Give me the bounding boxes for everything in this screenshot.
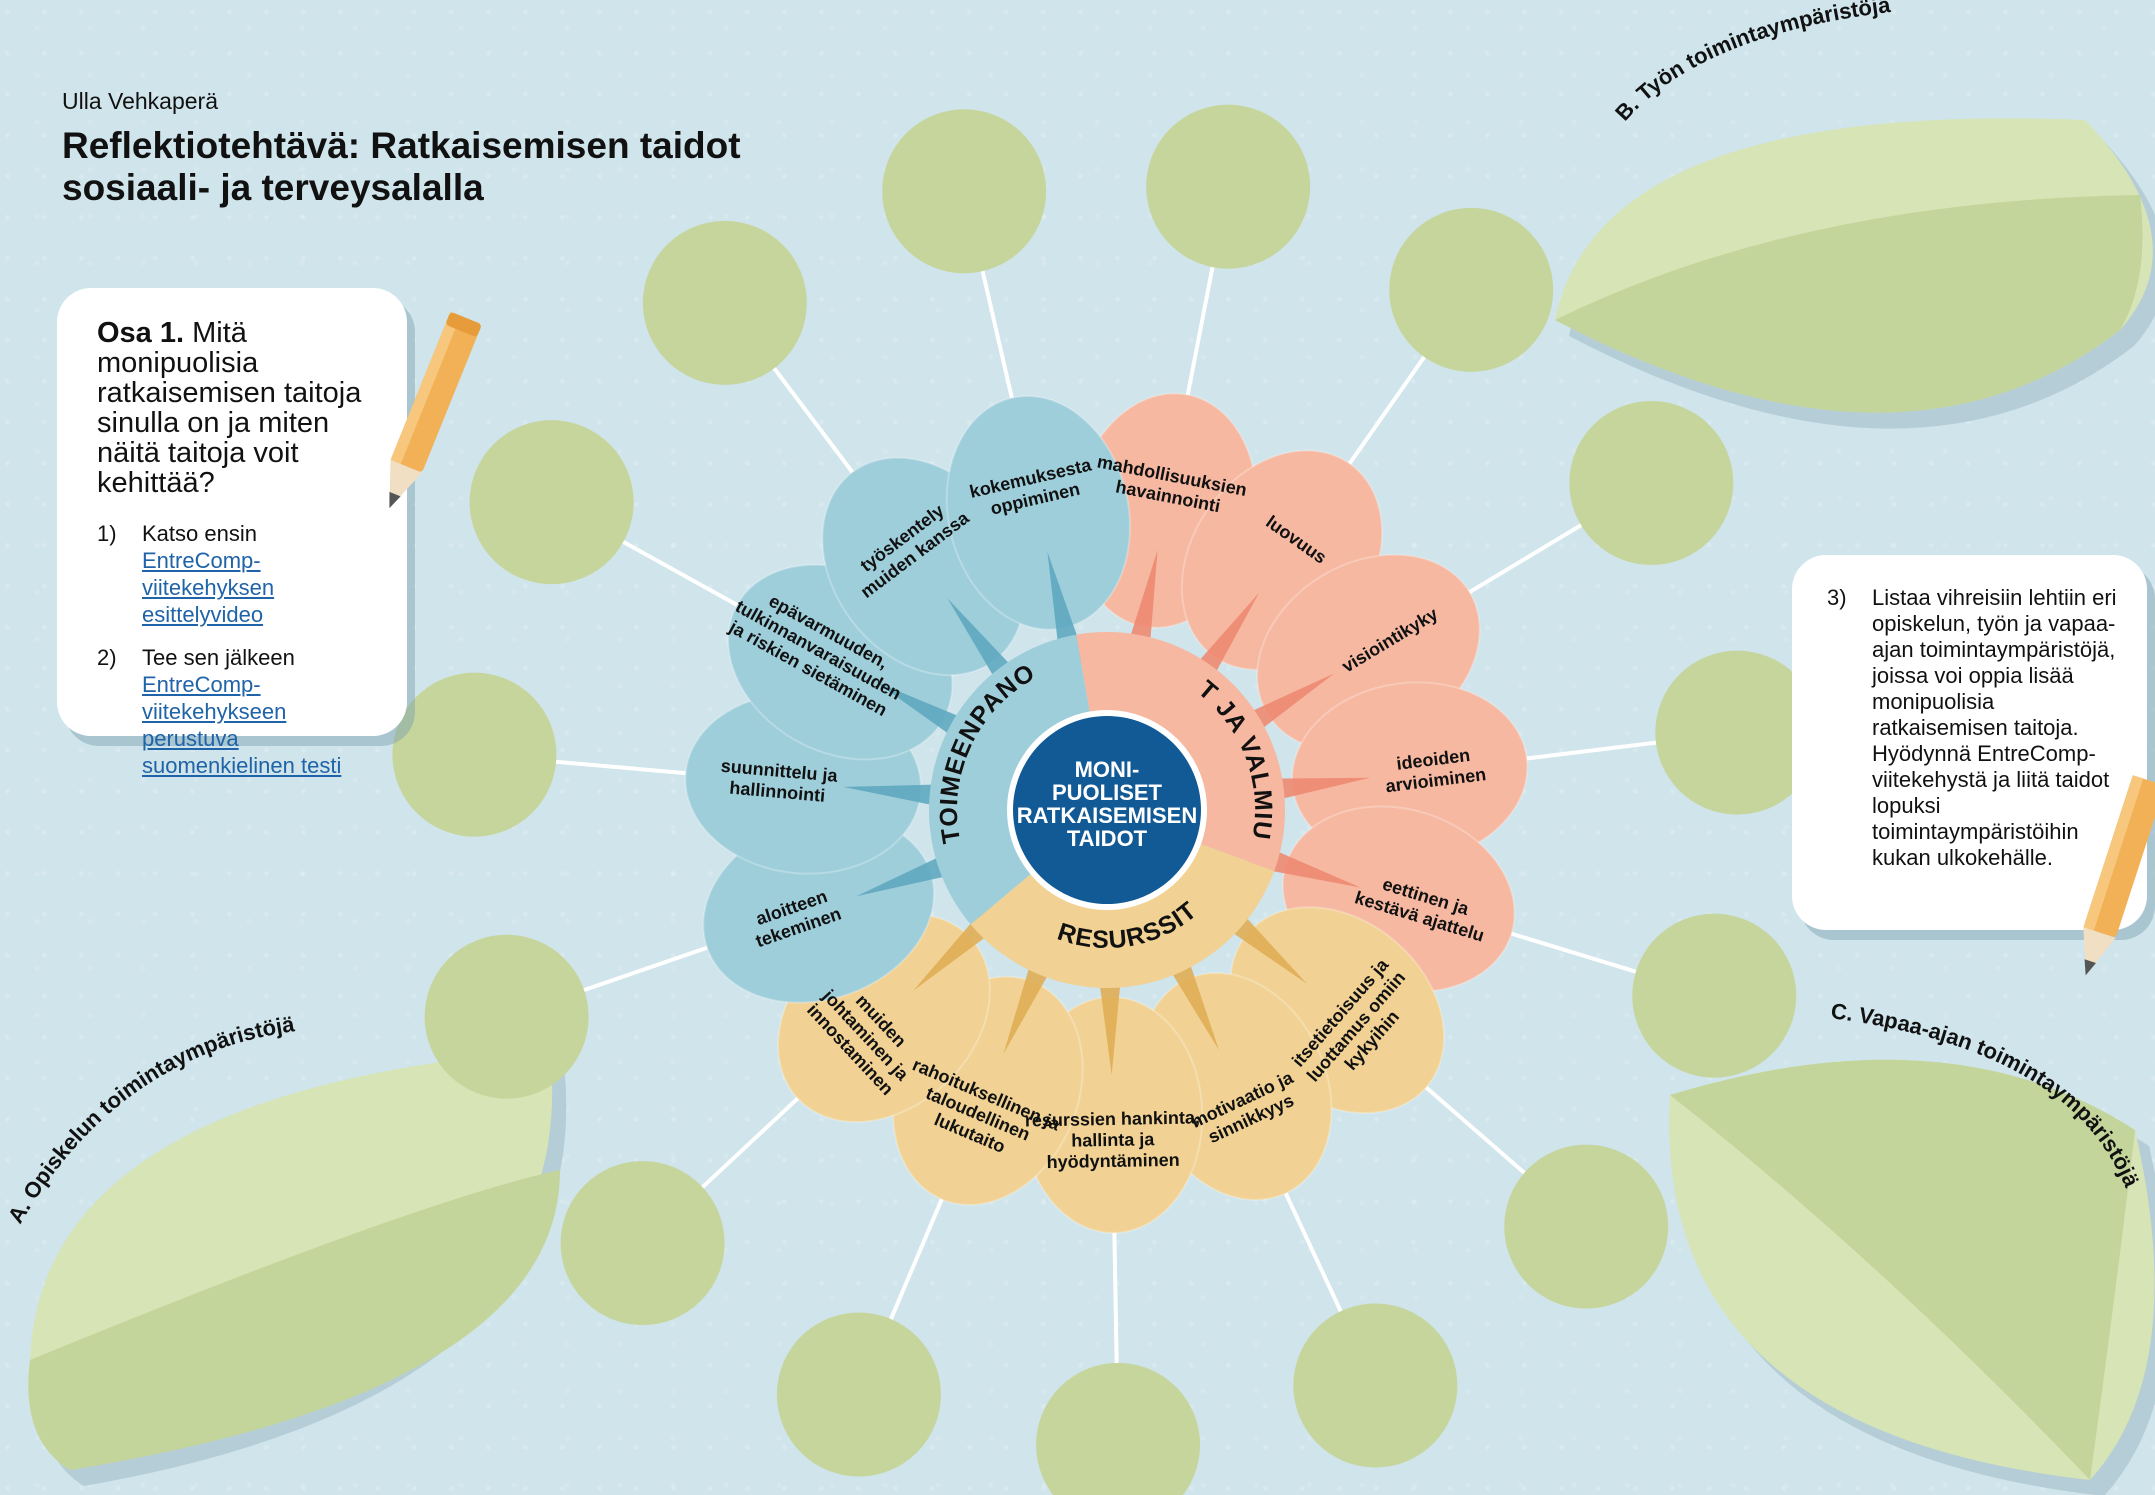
task-card-part-3: 3) Listaa vihreisiin lehtiin eri opiskel… <box>1792 555 2147 930</box>
step-2-number: 2) <box>97 645 117 670</box>
leaf-a <box>28 1050 567 1486</box>
leaf-b-label: B. Työn toimintaympäristöjä <box>1610 0 1892 125</box>
step-2-text: Tee sen jälkeen <box>142 645 295 670</box>
skill-bubble[interactable] <box>1146 104 1311 269</box>
test-link[interactable]: EntreComp-viitekehykseen perustuva suome… <box>142 672 342 778</box>
leaf-c <box>1669 1059 2155 1495</box>
title-line-2: sosiaali- ja terveysalalla <box>62 167 484 208</box>
skill-bubble[interactable] <box>1389 207 1554 372</box>
step-1-text: Katso ensin <box>142 521 257 546</box>
skill-bubble[interactable] <box>392 672 557 837</box>
ring-ideat <box>1076 631 1285 871</box>
skill-bubble[interactable] <box>1504 1144 1669 1309</box>
task-question-text: Mitä monipuolisia ratkaisemisen taitoja … <box>97 317 362 499</box>
skill-bubble[interactable] <box>882 109 1047 274</box>
skill-bubble[interactable] <box>1569 400 1734 565</box>
author: Ulla Vehkaperä <box>62 88 218 114</box>
center-circle <box>1013 716 1201 904</box>
petal-label-line: hallinta ja <box>1071 1129 1155 1150</box>
task-question: Osa 1. Mitä monipuolisia ratkaisemisen t… <box>97 318 379 498</box>
step-1-body: Katso ensin EntreComp-viitekehyksen esit… <box>142 520 379 628</box>
pencil-icon <box>389 311 481 509</box>
step-2: 2) Tee sen jälkeen EntreComp-viitekehyks… <box>97 644 379 779</box>
leaf-b <box>1555 118 2155 429</box>
task-card-part-1: Osa 1. Mitä monipuolisia ratkaisemisen t… <box>57 288 407 778</box>
skill-bubble[interactable] <box>424 934 589 1099</box>
ring-toimeenpano <box>929 634 1091 925</box>
skill-bubble[interactable] <box>776 1312 941 1477</box>
step-2-body: Tee sen jälkeen EntreComp-viitekehykseen… <box>142 644 379 779</box>
skill-bubble[interactable] <box>469 420 634 585</box>
skill-bubble[interactable] <box>1293 1303 1458 1468</box>
video-link[interactable]: EntreComp-viitekehyksen esittelyvideo <box>142 548 275 627</box>
page-title: Reflektiotehtävä: Ratkaisemisen taidot s… <box>62 125 822 209</box>
step-3-text: Listaa vihreisiin lehtiin eri opiskelun,… <box>1872 585 2117 870</box>
petal-label-line: hyödyntäminen <box>1046 1150 1179 1172</box>
step-3-number: 3) <box>1827 585 1847 610</box>
skill-bubble[interactable] <box>1655 650 1820 815</box>
pencil-icon <box>2083 775 2155 976</box>
petal-wedge <box>1096 959 1123 1075</box>
step-3: 3) Listaa vihreisiin lehtiin eri opiskel… <box>1827 585 2117 871</box>
step-1: 1) Katso ensin EntreComp-viitekehyksen e… <box>97 520 379 628</box>
step-1-number: 1) <box>97 521 117 546</box>
task-heading: Osa 1. <box>97 317 185 349</box>
skill-bubble[interactable] <box>1632 913 1797 1078</box>
title-line-1: Reflektiotehtävä: Ratkaisemisen taidot <box>62 125 741 166</box>
ring-resurssit <box>970 842 1275 988</box>
petal-label-line: resurssien hankinta, <box>1025 1107 1200 1130</box>
skill-bubble[interactable] <box>1036 1362 1201 1495</box>
skill-bubble[interactable] <box>560 1161 725 1326</box>
skill-bubble[interactable] <box>642 220 807 385</box>
petal-label: resurssien hankinta,hallinta jahyödyntäm… <box>1025 1107 1201 1172</box>
